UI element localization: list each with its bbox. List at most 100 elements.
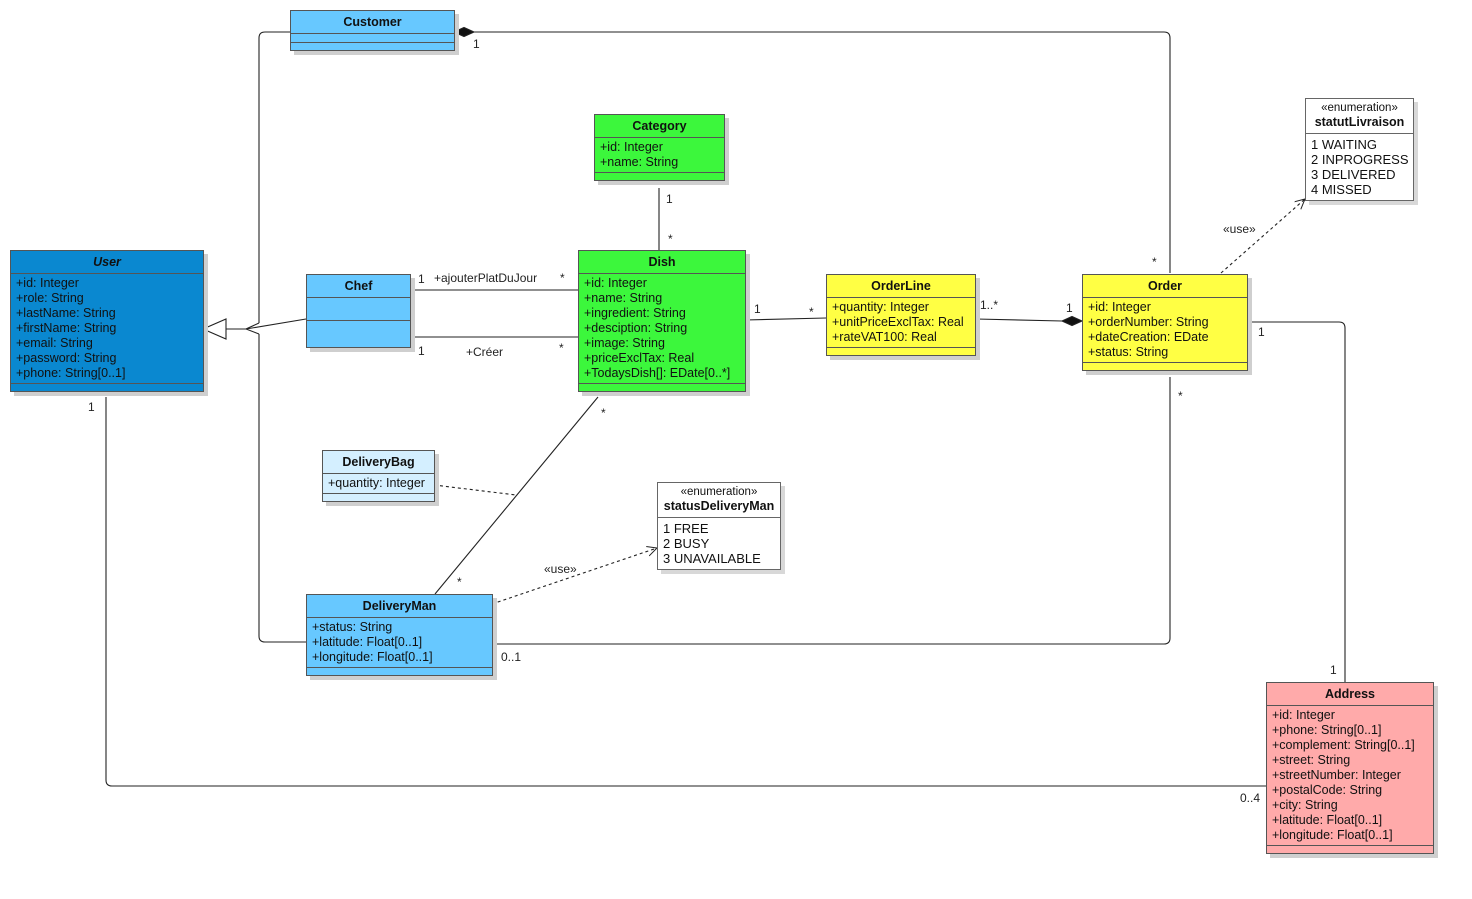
list-entry: +quantity: Integer [832,300,929,314]
orderline-order-association [975,318,1063,322]
list-entry: +id: Integer [1272,708,1335,722]
list-entry: +postalCode: String [1272,783,1383,797]
stereotype-label: «use» [1223,222,1256,236]
class-category[interactable]: Category +id: Integer+name: String [594,114,725,181]
enum-stereotype: «enumeration» [1321,102,1398,114]
class-name: Chef [307,275,410,298]
multiplicity-label: 1 [88,400,95,414]
multiplicity-label: * [1178,389,1183,403]
class-orderline[interactable]: OrderLine +quantity: Integer+unitPriceEx… [826,274,976,356]
multiplicity-label: 1 [1066,301,1073,315]
list-entry: +dateCreation: EDate [1088,330,1209,344]
class-deliveryman[interactable]: DeliveryMan +status: String+latitude: Fl… [306,594,493,676]
list-entry: +longitude: Float[0..1] [312,650,433,664]
multiplicity-label: 1 [666,192,673,206]
multiplicity-label: 1 [418,344,425,358]
list-entry: +lastName: String [16,306,116,320]
deliverybag-association-class-link [433,484,517,496]
enum-name: statusDeliveryMan [658,499,780,518]
list-entry: +name: String [600,155,679,169]
class-user[interactable]: User +id: Integer+role: String+lastName:… [10,250,204,392]
list-entry: +complement: String[0..1] [1272,738,1415,752]
attribute-list: +id: Integer+orderNumber: String+dateCre… [1083,298,1247,363]
list-entry: 3 UNAVAILABLE [663,551,761,566]
deliveryman-generalization [258,334,306,643]
list-entry: 1 WAITING [1311,137,1377,152]
multiplicity-label: 1 [754,302,761,316]
class-order[interactable]: Order +id: Integer+orderNumber: String+d… [1082,274,1248,371]
list-entry: 4 MISSED [1311,182,1372,197]
list-entry: +id: Integer [600,140,663,154]
chef-generalization [245,318,307,330]
deliveryman-uses-status [491,548,657,605]
list-entry: +longitude: Float[0..1] [1272,828,1393,842]
class-name: User [11,251,203,274]
attribute-list: +id: Integer+role: String+lastName: Stri… [11,274,203,384]
multiplicity-label: * [559,341,564,355]
multiplicity-label: * [457,575,462,589]
attribute-list: +quantity: Integer [323,474,434,494]
class-name: DeliveryBag [323,451,434,474]
multiplicity-label: * [560,271,565,285]
list-entry: 1 FREE [663,521,709,536]
list-entry: +latitude: Float[0..1] [312,635,423,649]
generalization-triangle [201,318,227,340]
class-dish[interactable]: Dish +id: Integer+name: String+ingredien… [578,250,746,392]
list-entry: +role: String [16,291,84,305]
class-name: Category [595,115,724,138]
customer-order-association [454,31,1171,273]
attribute-list: +id: Integer+name: String [595,138,724,173]
list-entry: +phone: String[0..1] [16,366,126,380]
attribute-list: +id: Integer+phone: String[0..1]+complem… [1267,706,1433,846]
list-entry: +phone: String[0..1] [1272,723,1382,737]
class-chef[interactable]: Chef [306,274,411,348]
list-entry: +password: String [16,351,117,365]
list-entry: +quantity: Integer [328,476,425,490]
list-entry: +priceExclTax: Real [584,351,695,365]
list-entry: +email: String [16,336,93,350]
multiplicity-label: * [809,305,814,319]
dish-orderline-association [744,317,827,321]
user-address-association [105,397,1266,787]
multiplicity-label: 0..1 [501,650,522,664]
multiplicity-label: 1 [1330,663,1337,677]
list-entry: +status: String [1088,345,1169,359]
class-address[interactable]: Address +id: Integer+phone: String[0..1]… [1266,682,1434,854]
list-entry: +city: String [1272,798,1338,812]
attribute-list: +id: Integer+name: String+ingredient: St… [579,274,745,384]
class-name: Dish [579,251,745,274]
list-entry: +firstName: String [16,321,117,335]
order-address-association [1247,321,1346,682]
class-customer[interactable]: Customer [290,10,455,51]
class-name: Customer [291,11,454,34]
list-entry: +TodaysDish[]: EDate[0..*] [584,366,731,380]
list-entry: +ingredient: String [584,306,686,320]
list-entry: 2 BUSY [663,536,710,551]
class-deliverybag[interactable]: DeliveryBag +quantity: Integer [322,450,435,502]
class-name: Order [1083,275,1247,298]
stereotype-label: «use» [544,562,577,576]
multiplicity-label: * [601,406,606,420]
list-entry: +desciption: String [584,321,688,335]
list-entry: 2 INPROGRESS [1311,152,1409,167]
list-entry: +latitude: Float[0..1] [1272,813,1383,827]
multiplicity-label: 1 [418,272,425,286]
list-entry: +id: Integer [16,276,79,290]
attribute-list: +status: String+latitude: Float[0..1]+lo… [307,618,492,668]
list-entry: +image: String [584,336,665,350]
multiplicity-label: * [1152,255,1157,269]
list-entry: +status: String [312,620,393,634]
dish-deliveryman-association [434,396,599,595]
multiplicity-label: 1 [1258,325,1265,339]
multiplicity-label: 0..4 [1240,791,1261,805]
multiplicity-label: * [668,232,673,246]
customer-generalization [258,31,290,323]
list-entry: +rateVAT100: Real [832,330,937,344]
order-deliveryman-association [492,377,1171,645]
list-entry: +street: String [1272,753,1351,767]
